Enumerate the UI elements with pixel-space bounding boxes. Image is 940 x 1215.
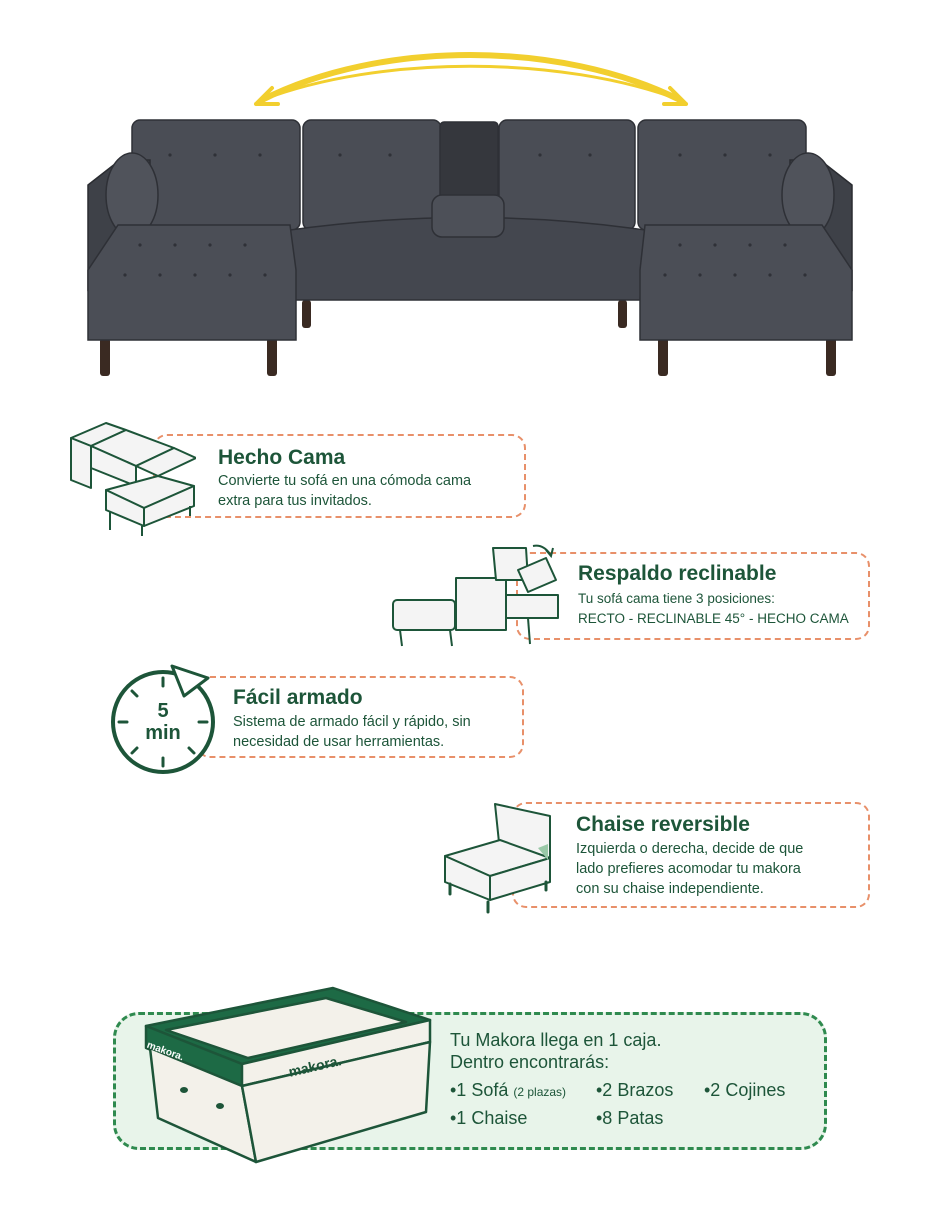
box-icon [144, 986, 432, 1164]
feature-desc-facil-armado: Sistema de armado fácil y rápido, sin ne… [233, 714, 471, 750]
feature-card-chaise [512, 802, 870, 908]
feature-title-respaldo: Respaldo reclinable [578, 562, 777, 585]
sofa-bed-icon [70, 422, 196, 536]
feature-desc-chaise: Izquierda o derecha, decide de que lado … [576, 841, 804, 897]
sofa-hero-image [87, 52, 853, 376]
feature-title-chaise: Chaise reversible [576, 813, 750, 836]
feature-title-hecho-cama: Hecho Cama [218, 446, 346, 469]
box-item-chaise: •1 Chaise [450, 1108, 528, 1128]
box-item-sofa: •1 Sofá (2 plazas) [450, 1080, 567, 1100]
feature-card-respaldo [516, 552, 870, 640]
box-line-2: Dentro encontrarás: [450, 1052, 610, 1072]
timer-icon [111, 664, 215, 774]
timer-label: 5 min [145, 700, 181, 744]
feature-card-facil-armado [196, 676, 524, 758]
recline-icon [392, 544, 559, 647]
box-item-cojines: •2 Cojines [704, 1080, 786, 1100]
swap-arrow-icon [254, 52, 688, 106]
box-line-1: Tu Makora llega en 1 caja. [450, 1030, 662, 1050]
feature-desc-hecho-cama: Convierte tu sofá en una cómoda cama ext… [218, 473, 472, 509]
box-item-patas: •8 Patas [596, 1108, 664, 1128]
feature-title-facil-armado: Fácil armado [233, 686, 363, 709]
feature-card-hecho-cama [153, 434, 526, 518]
box-item-brazos: •2 Brazos [596, 1080, 674, 1100]
feature-desc-respaldo: Tu sofá cama tiene 3 posiciones: RECTO -… [578, 591, 849, 626]
chaise-icon [444, 803, 551, 914]
